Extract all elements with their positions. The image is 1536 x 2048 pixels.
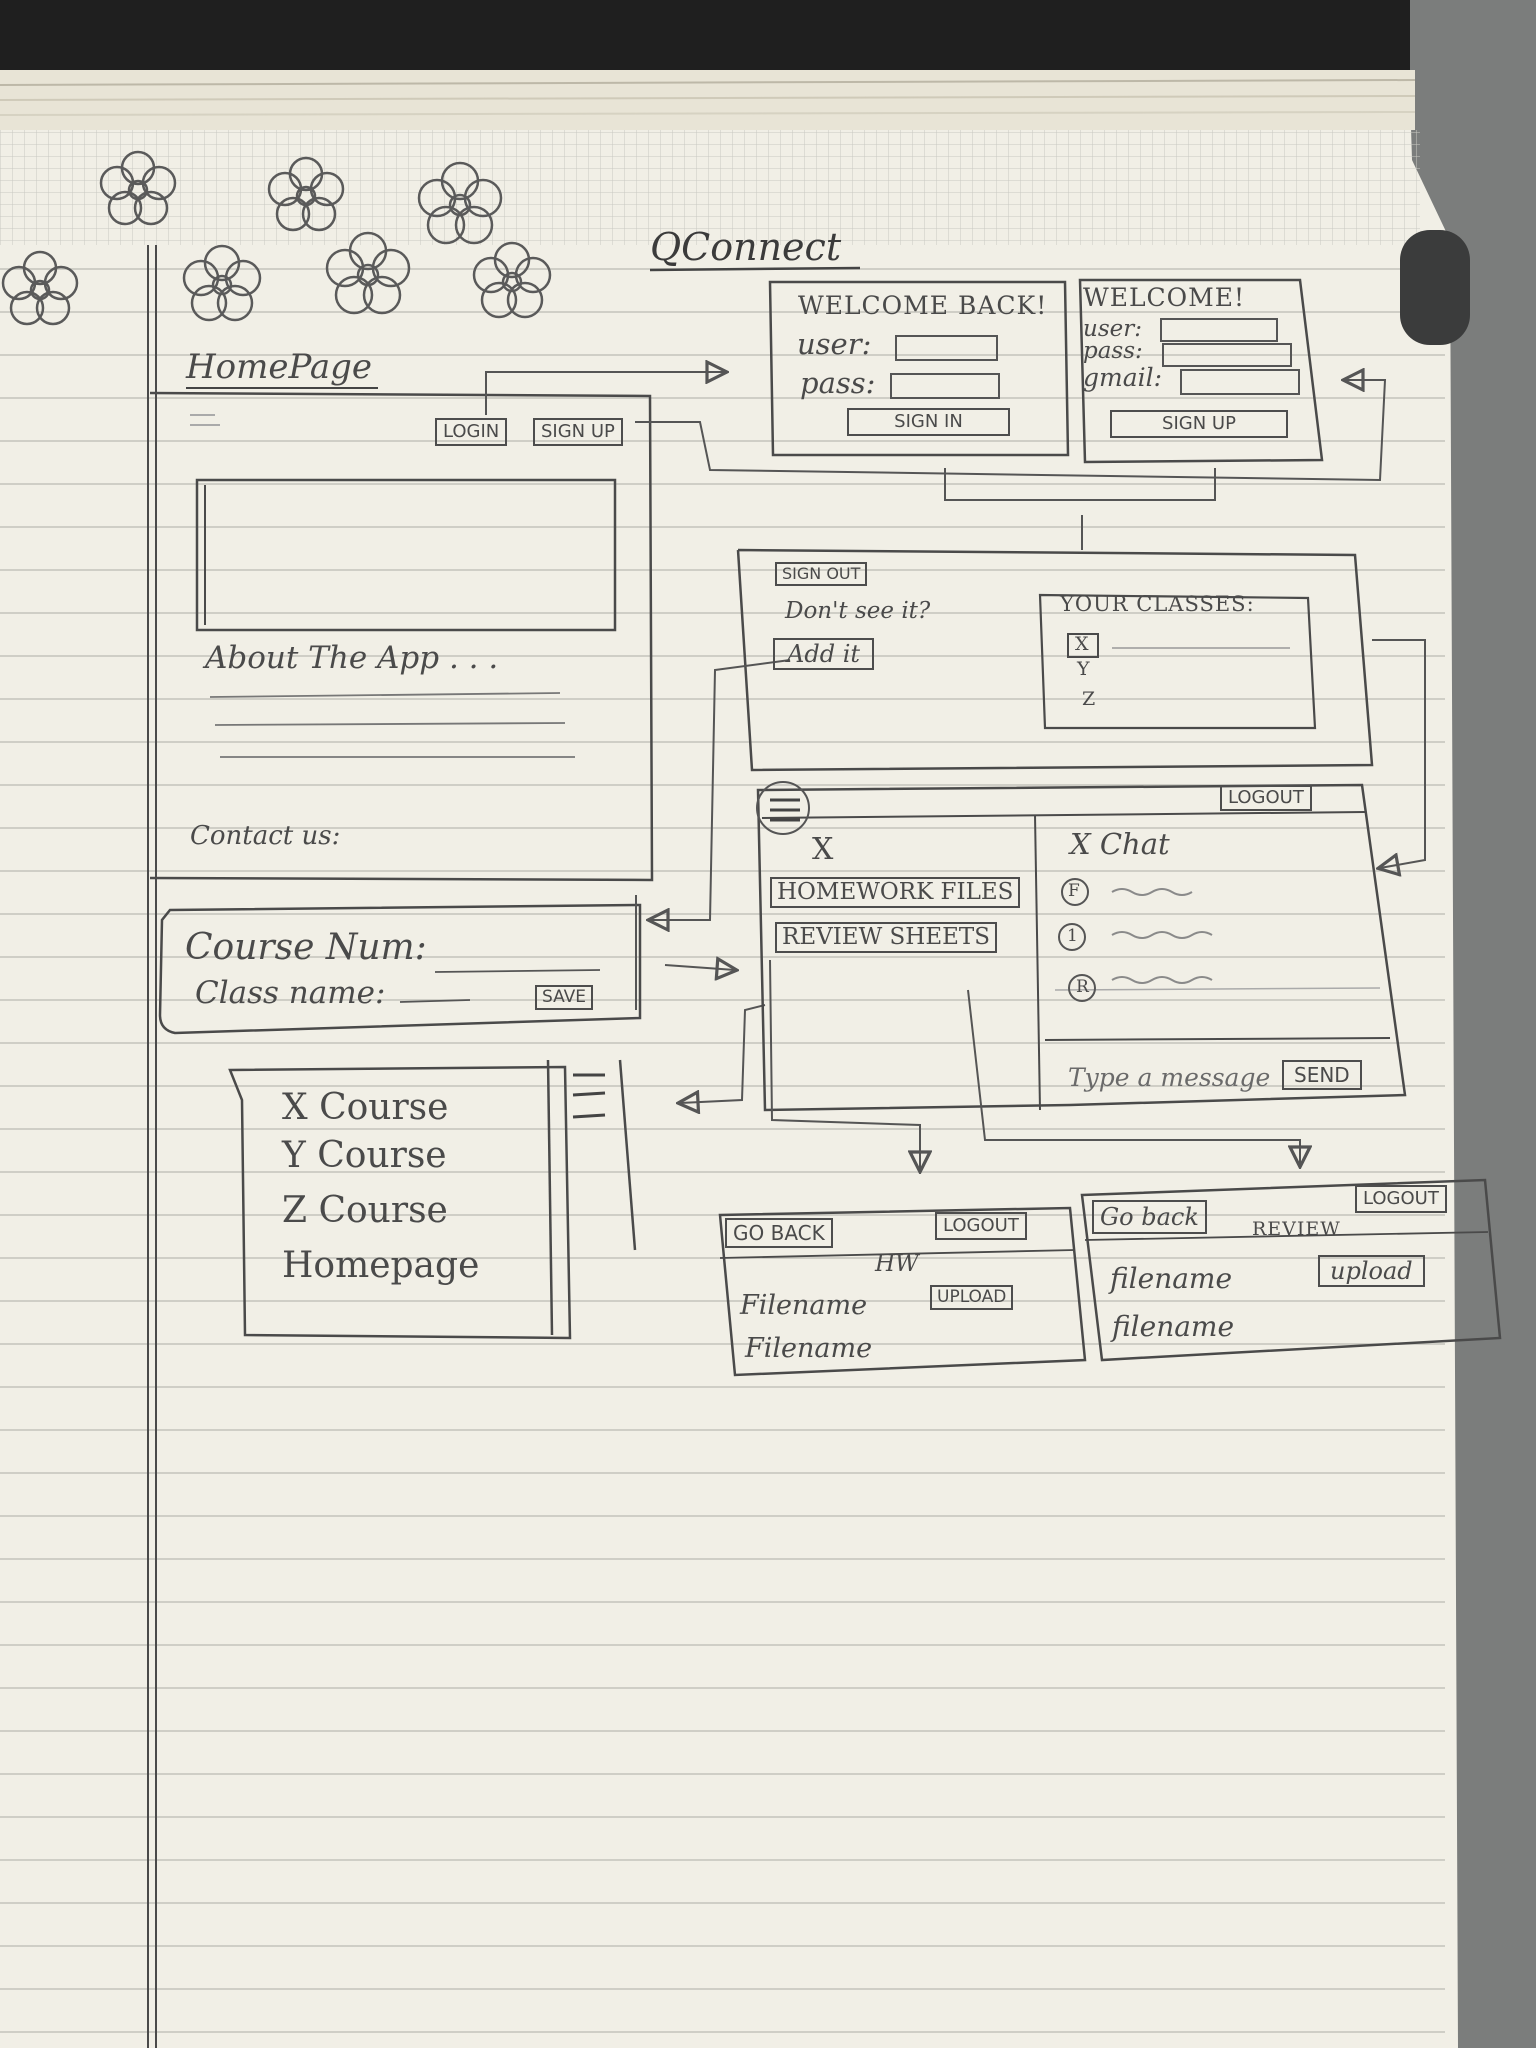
hw-logout-button[interactable]: LOGOUT (935, 1212, 1027, 1240)
review-file-item[interactable]: filename (1112, 1310, 1235, 1343)
dont-see-it-label: Don't see it? (785, 598, 931, 624)
hw-file-item[interactable]: Filename (745, 1333, 873, 1364)
login-pass-field[interactable] (890, 373, 1000, 399)
signup-pass-label: pass: (1083, 338, 1143, 364)
signup-heading: WELCOME! (1083, 283, 1246, 312)
sign-in-button[interactable]: SIGN IN (847, 408, 1010, 436)
send-button[interactable]: SEND (1282, 1060, 1362, 1090)
class-list-item[interactable]: X (1075, 633, 1089, 655)
login-user-field[interactable] (895, 335, 998, 361)
chat-avatar: R (1076, 977, 1089, 997)
hw-label: HW (875, 1251, 919, 1277)
hw-file-item[interactable]: Filename (740, 1290, 868, 1321)
signup-user-label: user: (1083, 316, 1142, 342)
signup-user-field[interactable] (1160, 318, 1278, 342)
chat-title: X Chat (1070, 827, 1170, 861)
signup-gmail-field[interactable] (1180, 369, 1300, 395)
class-name-label: Class name: (195, 975, 386, 1011)
hw-go-back-button[interactable]: GO BACK (725, 1218, 833, 1248)
class-list-item[interactable]: Z (1082, 688, 1096, 710)
menu-item-z-course[interactable]: Z Course (282, 1190, 448, 1231)
app-title: QConnect (650, 225, 842, 269)
course-num-label: Course Num: (185, 927, 427, 968)
signup-gmail-label: gmail: (1083, 363, 1163, 392)
homepage-title: HomePage (186, 347, 372, 387)
class-list-item[interactable]: Y (1077, 658, 1090, 680)
sign-up-button[interactable]: SIGN UP (1110, 410, 1288, 438)
review-sheets-button[interactable]: REVIEW SHEETS (775, 922, 998, 953)
signup-button[interactable]: SIGN UP (533, 418, 623, 446)
class-page-label: X (812, 832, 834, 867)
review-upload-button[interactable]: upload (1318, 1255, 1425, 1287)
message-input[interactable]: Type a message (1068, 1063, 1271, 1092)
chat-avatar: F (1068, 881, 1080, 901)
review-label: REVIEW (1252, 1218, 1341, 1240)
flower-doodles (1, 150, 552, 326)
menu-item-x-course[interactable]: X Course (282, 1087, 449, 1128)
about-app-text: About The App . . . (205, 640, 499, 676)
menu-item-y-course[interactable]: Y Course (282, 1135, 447, 1176)
review-file-item[interactable]: filename (1110, 1262, 1233, 1295)
homework-files-button[interactable]: HOMEWORK FILES (770, 877, 1021, 908)
chat-avatar: 1 (1067, 926, 1078, 946)
review-logout-button[interactable]: LOGOUT (1355, 1185, 1447, 1213)
login-user-label: user: (797, 327, 872, 361)
save-button[interactable]: SAVE (535, 985, 594, 1010)
login-button[interactable]: LOGIN (435, 418, 508, 446)
signup-pass-field[interactable] (1162, 343, 1292, 367)
logout-button[interactable]: LOGOUT (1220, 785, 1312, 811)
contact-us-label: Contact us: (190, 821, 341, 851)
menu-item-homepage[interactable]: Homepage (282, 1245, 480, 1286)
login-pass-label: pass: (800, 366, 876, 400)
sign-out-button[interactable]: SIGN OUT (775, 562, 868, 586)
your-classes-heading: YOUR CLASSES: (1060, 592, 1255, 616)
add-it-button[interactable]: Add it (773, 638, 875, 670)
review-go-back-button[interactable]: Go back (1092, 1200, 1207, 1234)
hw-upload-button[interactable]: UPLOAD (930, 1285, 1014, 1310)
class-x-checkbox[interactable] (1067, 633, 1099, 658)
login-heading: WELCOME BACK! (798, 291, 1048, 320)
